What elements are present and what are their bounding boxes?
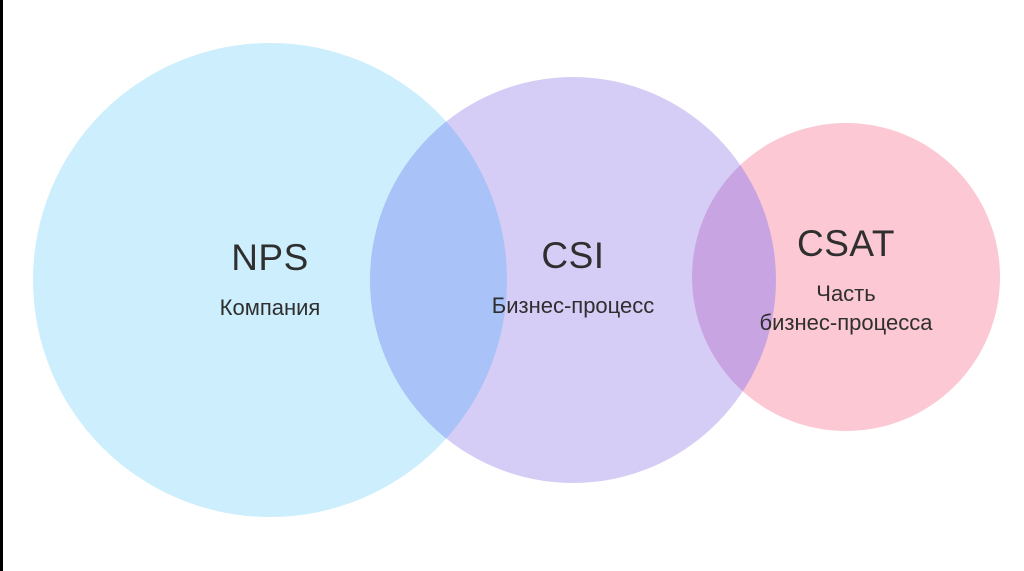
csat-circle — [692, 123, 1000, 431]
left-edge-bar — [0, 0, 3, 571]
nps-circle — [33, 43, 507, 517]
